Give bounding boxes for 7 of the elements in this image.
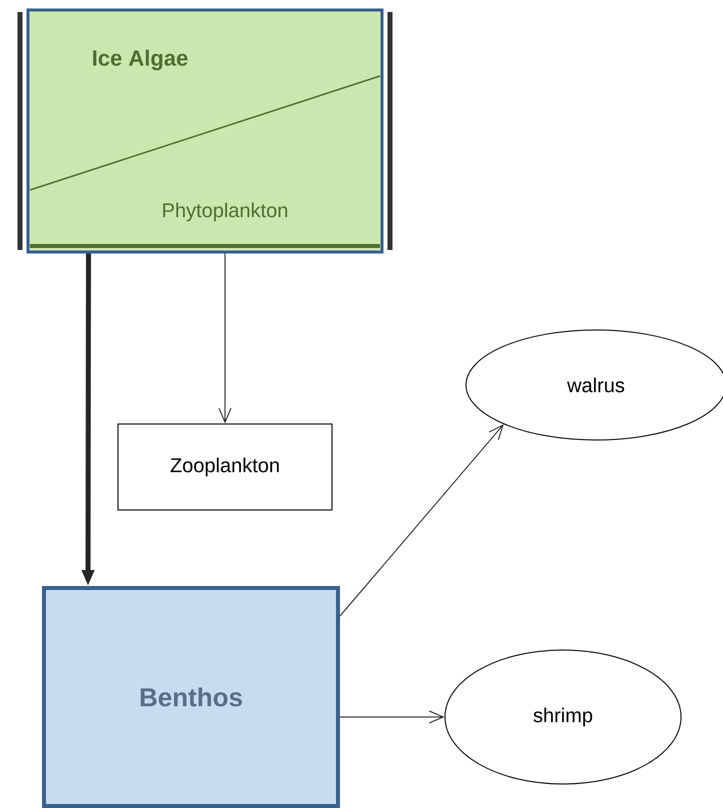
- process-box: Benthos: [42, 586, 340, 808]
- arrow: [340, 424, 504, 616]
- process-box: Zooplankton: [118, 424, 332, 510]
- ellipse-node: shrimp: [444, 650, 682, 784]
- arrow: [340, 710, 444, 724]
- arrow: [218, 253, 232, 424]
- group-box: Ice Algae Phytoplankton: [18, 8, 392, 254]
